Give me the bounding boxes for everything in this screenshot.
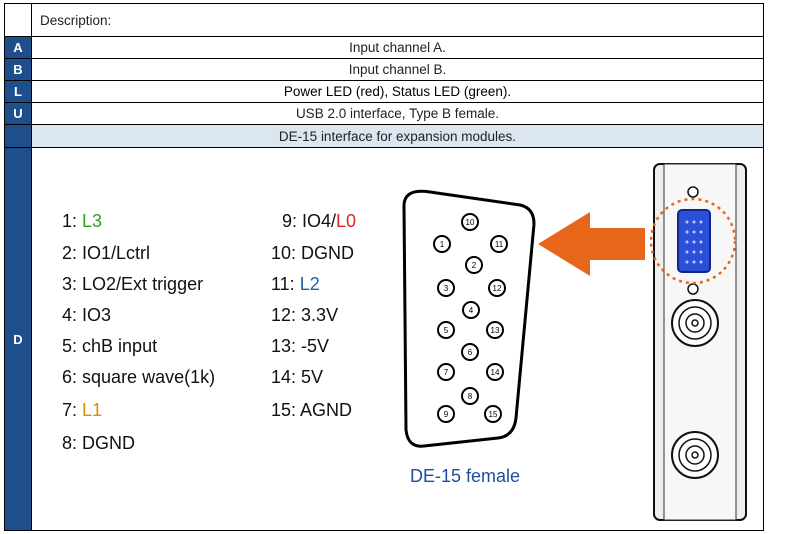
pin-1 (433, 235, 451, 253)
row-key (5, 125, 32, 147)
pin-entry: 7: L1 (62, 400, 103, 420)
pin-label: 4 (469, 306, 474, 315)
row-text: Power LED (red), Status LED (green). (283, 84, 512, 99)
pin-13 (486, 321, 504, 339)
pin-entry: 14: 5V (271, 367, 324, 387)
pin-entry: 8: DGND (62, 433, 136, 453)
vga-screw-icon (687, 186, 699, 198)
pin-entry: 10: DGND (271, 243, 355, 263)
pin-label: 3 (444, 284, 449, 293)
header-key-cell (5, 4, 32, 36)
row-text: Input channel B. (348, 62, 447, 77)
pin-entry: 2: IO1/Lctrl (62, 243, 151, 263)
row-key-d: D (5, 148, 32, 530)
pin-entry: 12: 3.3V (271, 305, 339, 325)
row-text: USB 2.0 interface, Type B female. (295, 106, 500, 121)
pin-8 (461, 387, 479, 405)
header-row: Description: (5, 4, 763, 37)
pin-5 (437, 321, 455, 339)
pin-3 (437, 279, 455, 297)
pin-9 (437, 405, 455, 423)
pin-label: 9 (444, 410, 449, 419)
pin-label: 12 (493, 284, 502, 293)
description-table: Description: A Input channel A. B Input … (4, 3, 764, 531)
pin-entry: 4: IO3 (62, 305, 112, 325)
row-d-title: DE-15 interface for expansion modules. (5, 125, 763, 148)
pin-14 (486, 363, 504, 381)
pin-label: 15 (489, 410, 498, 419)
row-text: DE-15 interface for expansion modules. (32, 125, 763, 147)
pin-entry: 15: AGND (271, 400, 353, 420)
pin-entry: 11: L2 (271, 274, 320, 294)
row-key: A (5, 37, 32, 58)
pin-label: 7 (444, 368, 449, 377)
pin-label: 8 (468, 392, 473, 401)
pin-label: 13 (491, 326, 500, 335)
pin-entry: 6: square wave(1k) (62, 367, 216, 387)
row-key: B (5, 59, 32, 80)
pin-label: 5 (444, 326, 449, 335)
row-d-body: D (5, 148, 763, 530)
row-b: B Input channel B. (5, 59, 763, 81)
orange-arrow-icon (538, 212, 645, 276)
pin-12 (488, 279, 506, 297)
pin-entry: 3: LO2/Ext trigger (62, 274, 204, 294)
pin-10 (461, 213, 479, 231)
pin-15 (484, 405, 502, 423)
pin-label: 10 (466, 218, 475, 227)
row-key: U (5, 103, 32, 124)
pin-label: 2 (472, 261, 477, 270)
pin-entry: 1: L3 (62, 211, 103, 231)
pin-entry: 5: chB input (62, 336, 158, 356)
row-a: A Input channel A. (5, 37, 763, 59)
pin-entry: 13: -5V (271, 336, 330, 356)
pin-grid (433, 213, 508, 423)
pin-label: 1 (440, 240, 445, 249)
row-u: U USB 2.0 interface, Type B female. (5, 103, 763, 125)
pin-11 (490, 235, 508, 253)
connector-caption: DE-15 female (410, 466, 521, 486)
row-l: L Power LED (red), Status LED (green). (5, 81, 763, 103)
highlight-dotted-circle (649, 197, 737, 285)
pin-6 (461, 343, 479, 361)
pin-label: 6 (468, 348, 473, 357)
pin-label: 14 (491, 368, 500, 377)
row-text: Input channel A. (349, 40, 446, 55)
vga-screw-icon (687, 283, 699, 295)
pin-entry: 9: IO4/L0 (282, 211, 357, 231)
pin-4 (462, 301, 480, 319)
row-key: L (5, 81, 32, 102)
vga-port-pins (685, 220, 703, 264)
pin-label: 11 (495, 240, 504, 249)
pin-7 (437, 363, 455, 381)
header-label: Description: (40, 12, 112, 28)
pin-2 (465, 256, 483, 274)
pin-number-labels: 1 2 3 4 5 6 7 8 9 10 11 12 13 14 15 (440, 218, 504, 419)
